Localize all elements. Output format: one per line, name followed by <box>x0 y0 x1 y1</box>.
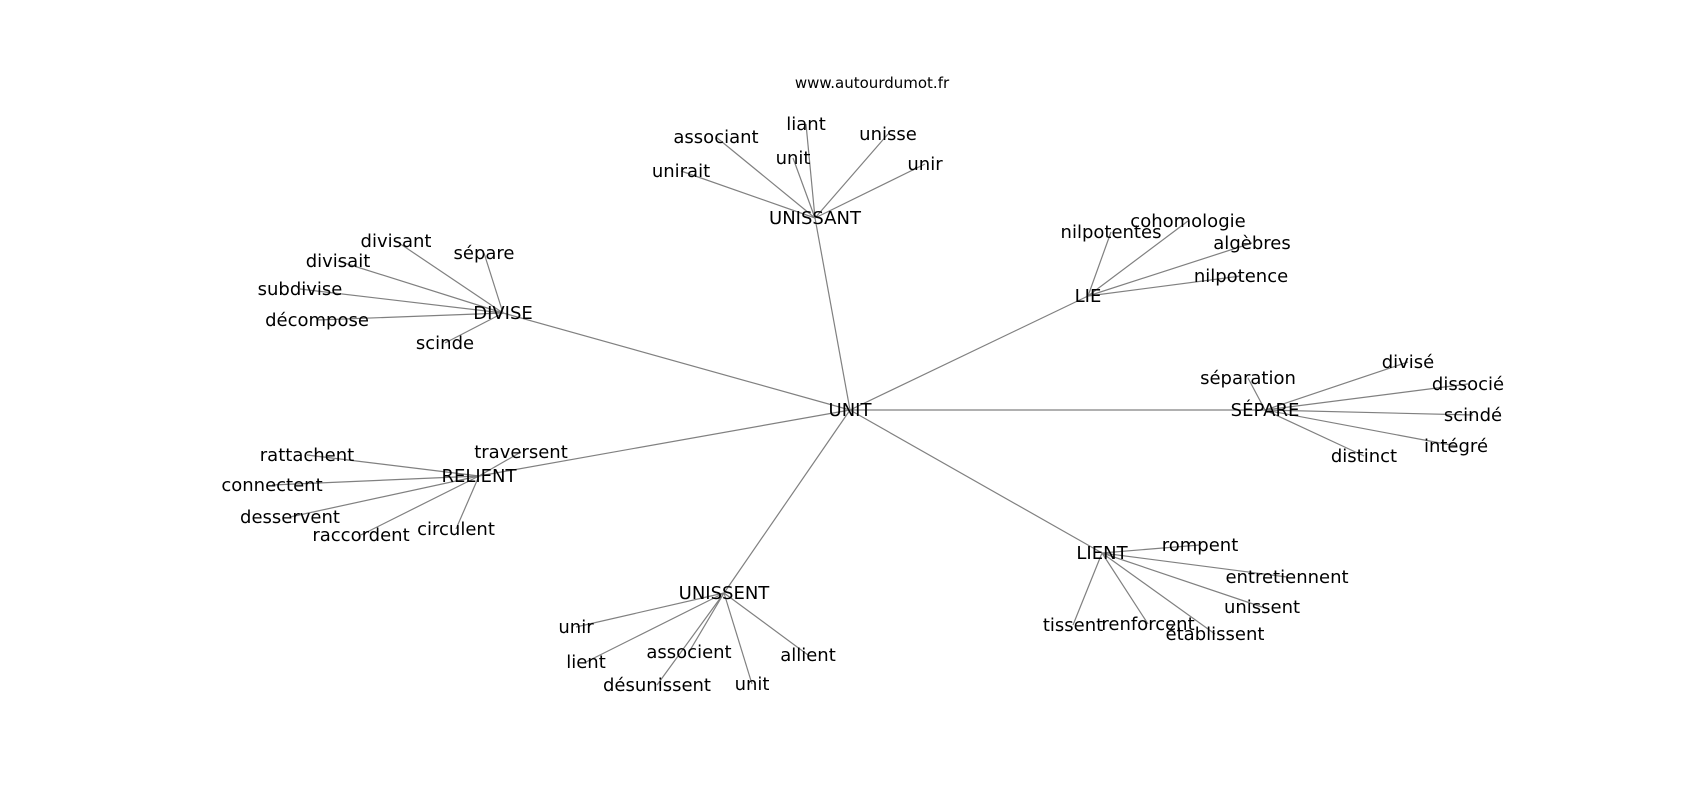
leaf-node: entretiennent <box>1225 567 1348 588</box>
leaf-node: nilpotence <box>1194 266 1288 287</box>
edge-hub-leaf <box>1247 377 1266 411</box>
edge-hub-leaf <box>792 157 816 219</box>
edge-center-hub <box>814 217 851 411</box>
leaf-node: renforcent <box>1101 614 1194 635</box>
edge-hub-leaf <box>715 136 816 219</box>
leaf-node: divisait <box>306 251 371 272</box>
edge-hub-leaf <box>1087 242 1253 297</box>
edge-center-hub <box>723 409 851 594</box>
edge-hub-leaf <box>1101 552 1149 625</box>
leaf-node: traversent <box>474 442 568 463</box>
edge-hub-leaf <box>455 475 480 530</box>
edge-hub-leaf <box>299 288 504 314</box>
leaf-node: décompose <box>265 310 369 331</box>
edge-hub-leaf <box>585 592 725 663</box>
edge-hub-leaf <box>814 163 926 219</box>
leaf-node: associant <box>673 127 758 148</box>
leaf-node: liant <box>786 114 826 135</box>
leaf-node: rompent <box>1162 535 1239 556</box>
edge-hub-leaf <box>1101 552 1263 608</box>
center-node: UNIT <box>829 400 873 421</box>
edge-hub-leaf <box>1101 544 1201 554</box>
leaf-node: scinde <box>416 333 474 354</box>
graph-edges <box>271 123 1474 686</box>
leaf-node: rattachent <box>260 445 354 466</box>
edge-hub-leaf <box>1072 552 1103 626</box>
leaf-node: associent <box>646 642 731 663</box>
leaf-node: tissent <box>1043 615 1103 636</box>
hub-node: DIVISE <box>473 303 533 324</box>
edge-hub-leaf <box>1101 552 1216 635</box>
leaf-node: intégré <box>1424 436 1488 457</box>
leaf-node: unissent <box>1224 597 1300 618</box>
hub-node: UNISSENT <box>679 583 771 604</box>
edge-hub-leaf <box>575 592 725 628</box>
leaf-node: cohomologie <box>1130 211 1245 232</box>
leaf-node: distinct <box>1331 446 1397 467</box>
edge-hub-leaf <box>289 475 480 518</box>
leaf-node: désunissent <box>603 675 711 696</box>
leaf-node: unit <box>735 674 770 695</box>
edge-hub-leaf <box>1264 409 1474 416</box>
hub-node: UNISSANT <box>769 208 862 229</box>
hub-node: SÉPARE <box>1231 399 1300 421</box>
edge-hub-leaf <box>688 592 725 653</box>
edge-hub-leaf <box>395 240 504 314</box>
edge-hub-leaf <box>656 592 725 686</box>
edge-hub-leaf <box>444 312 504 344</box>
leaf-node: raccordent <box>312 525 409 546</box>
edge-hub-leaf <box>1101 552 1288 578</box>
edge-hub-leaf <box>316 312 504 321</box>
leaf-node: algèbres <box>1213 233 1290 254</box>
leaf-node: séparation <box>1200 368 1296 389</box>
leaf-node: connectent <box>221 475 322 496</box>
graph-nodes: UNIT UNISSANT liant associant unisse unit unir… <box>221 114 1504 696</box>
leaf-node: unisse <box>859 124 917 145</box>
edge-hub-leaf <box>1264 409 1365 457</box>
leaf-node: subdivise <box>258 279 343 300</box>
hub-node: LIE <box>1075 286 1102 307</box>
leaf-node: divisant <box>361 231 432 252</box>
edge-hub-leaf <box>680 170 816 219</box>
leaf-node: unir <box>558 617 594 638</box>
edge-hub-leaf <box>1087 231 1112 297</box>
edge-hub-leaf <box>478 451 522 477</box>
leaf-node: allient <box>780 645 836 666</box>
leaf-node: établissent <box>1166 624 1265 645</box>
edge-hub-leaf <box>723 592 753 685</box>
edge-hub-leaf <box>723 592 809 656</box>
edge-hub-leaf <box>306 454 480 477</box>
hub-node: RELIENT <box>441 466 517 487</box>
leaf-node: lient <box>566 652 606 673</box>
edge-center-hub <box>478 409 851 477</box>
leaf-node: divisé <box>1382 352 1435 373</box>
edge-hub-leaf <box>1087 220 1189 297</box>
leaf-node: unit <box>776 148 811 169</box>
edge-hub-leaf <box>1264 409 1457 447</box>
edge-hub-leaf <box>337 260 504 314</box>
leaf-node: sépare <box>454 243 515 264</box>
hub-node: LIENT <box>1076 543 1128 564</box>
edge-center-hub <box>502 312 851 411</box>
edge-hub-leaf <box>1264 361 1409 411</box>
edge-hub-leaf <box>814 133 889 219</box>
edge-hub-leaf <box>805 123 816 219</box>
leaf-node: circulent <box>417 519 495 540</box>
edge-hub-leaf <box>360 475 480 536</box>
edge-center-hub <box>849 409 1103 554</box>
leaf-node: scindé <box>1444 405 1502 426</box>
source-label: www.autourdumot.fr <box>795 74 950 92</box>
leaf-node: dissocié <box>1432 374 1504 395</box>
leaf-node: desservent <box>240 507 340 528</box>
leaf-node: unirait <box>652 161 710 182</box>
edge-center-hub <box>849 295 1089 411</box>
leaf-node: nilpotentes <box>1061 222 1162 243</box>
edge-hub-leaf <box>1264 383 1469 411</box>
leaf-node: unir <box>907 154 943 175</box>
edge-hub-leaf <box>271 475 480 486</box>
edge-hub-leaf <box>483 252 504 314</box>
edge-hub-leaf <box>1087 275 1242 297</box>
